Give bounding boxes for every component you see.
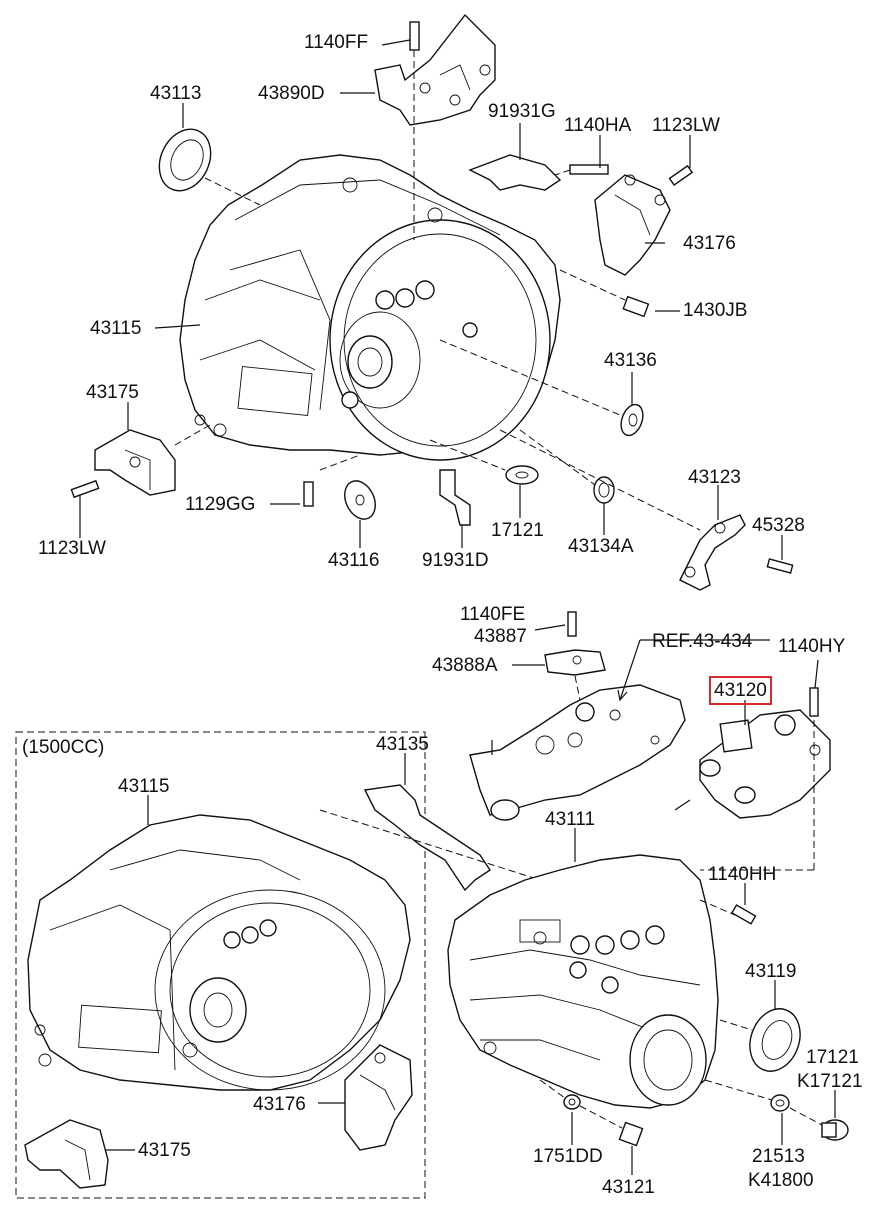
part-label-43119: 43119 — [745, 961, 797, 982]
part-label-43115-bottom: 43115 — [118, 776, 170, 797]
leader-lines-1500cc — [105, 795, 345, 1151]
bracket-43888A — [544, 611, 606, 701]
part-label-43887: 43887 — [474, 626, 527, 647]
part-label-17121-mid: 17121 — [491, 520, 544, 541]
bracket-43890D — [374, 13, 496, 240]
plug-17121-mid — [429, 439, 539, 485]
bolt-1129GG — [303, 454, 361, 507]
control-shaft-assembly-ref — [469, 639, 770, 821]
washer-21513 — [704, 1079, 823, 1126]
leader-lines-bottom-right — [404, 753, 836, 1175]
part-label-K17121: K17121 — [797, 1071, 863, 1092]
oil-seal-43119 — [719, 1008, 801, 1072]
part-label-1140HH: 1140HH — [708, 864, 777, 885]
part-label-1140FF: 1140FF — [304, 32, 369, 53]
bracket-91931D — [439, 469, 471, 526]
part-label-43135: 43135 — [376, 734, 429, 755]
part-label-21513: 21513 — [752, 1146, 805, 1167]
part-label-43176-top: 43176 — [683, 233, 736, 254]
seal-43134A — [519, 429, 615, 504]
bracket-43176-bottom — [344, 1044, 413, 1151]
oil-seal-43113 — [158, 128, 261, 206]
plug-17121-bottom — [821, 1119, 849, 1141]
part-label-1751DD: 1751DD — [533, 1146, 603, 1167]
part-label-43113: 43113 — [150, 83, 202, 104]
mount-43175-top — [70, 424, 211, 499]
washer-43136 — [439, 339, 644, 437]
bracket-91931G — [468, 154, 609, 191]
part-label-ref-43-434: REF.43-434 — [652, 631, 753, 652]
plate-43123 — [499, 429, 794, 591]
part-label-43115-top: 43115 — [90, 318, 142, 339]
part-label-91931G: 91931G — [488, 101, 556, 122]
bracket-43176-top — [594, 164, 694, 276]
part-label-1140HA: 1140HA — [564, 115, 632, 136]
part-label-43176-bottom: 43176 — [253, 1094, 306, 1115]
part-label-43888A: 43888A — [432, 655, 498, 676]
part-label-43175-top: 43175 — [86, 382, 139, 403]
part-label-43890D: 43890D — [258, 83, 325, 104]
dowel-1430JB — [559, 269, 650, 318]
clutch-housing-1500cc — [27, 814, 411, 1091]
mount-43175-bottom — [24, 1119, 109, 1189]
part-label-43116: 43116 — [328, 550, 380, 571]
cover-43116 — [344, 480, 376, 520]
part-label-43134A: 43134A — [568, 536, 634, 557]
1500cc-variant-frame — [15, 731, 426, 1199]
part-label-1140HY: 1140HY — [778, 636, 846, 657]
clutch-housing-top — [179, 154, 561, 461]
part-label-1123LW-left: 1123LW — [38, 538, 106, 559]
part-label-43123: 43123 — [688, 467, 741, 488]
cover-43120 — [699, 687, 831, 871]
part-label-43121: 43121 — [602, 1177, 655, 1198]
leader-lines-top — [79, 39, 783, 560]
part-label-K41800: K41800 — [748, 1170, 814, 1191]
part-label-17121-bottom: 17121 — [806, 1047, 859, 1068]
transmission-case-43111 — [447, 854, 719, 1109]
part-label-91931D: 91931D — [422, 550, 489, 571]
leader-lines-mid — [512, 624, 819, 689]
part-label-1129GG: 1129GG — [185, 494, 256, 515]
part-label-1123LW-top: 1123LW — [652, 115, 720, 136]
part-label-1430JB: 1430JB — [683, 300, 748, 321]
part-label-43120-highlighted[interactable]: 43120 — [709, 676, 772, 705]
part-label-1140FE: 1140FE — [460, 604, 526, 625]
part-label-43111: 43111 — [545, 809, 596, 830]
part-label-45328: 45328 — [752, 515, 805, 536]
part-label-43136: 43136 — [604, 350, 657, 371]
bolt-1140HH — [699, 899, 757, 925]
variant-label-1500cc: (1500CC) — [22, 737, 105, 758]
guide-43135 — [319, 784, 541, 892]
part-label-43175-bottom: 43175 — [138, 1140, 191, 1161]
washer-1751DD — [563, 1094, 581, 1110]
plug-43121 — [539, 1079, 644, 1147]
